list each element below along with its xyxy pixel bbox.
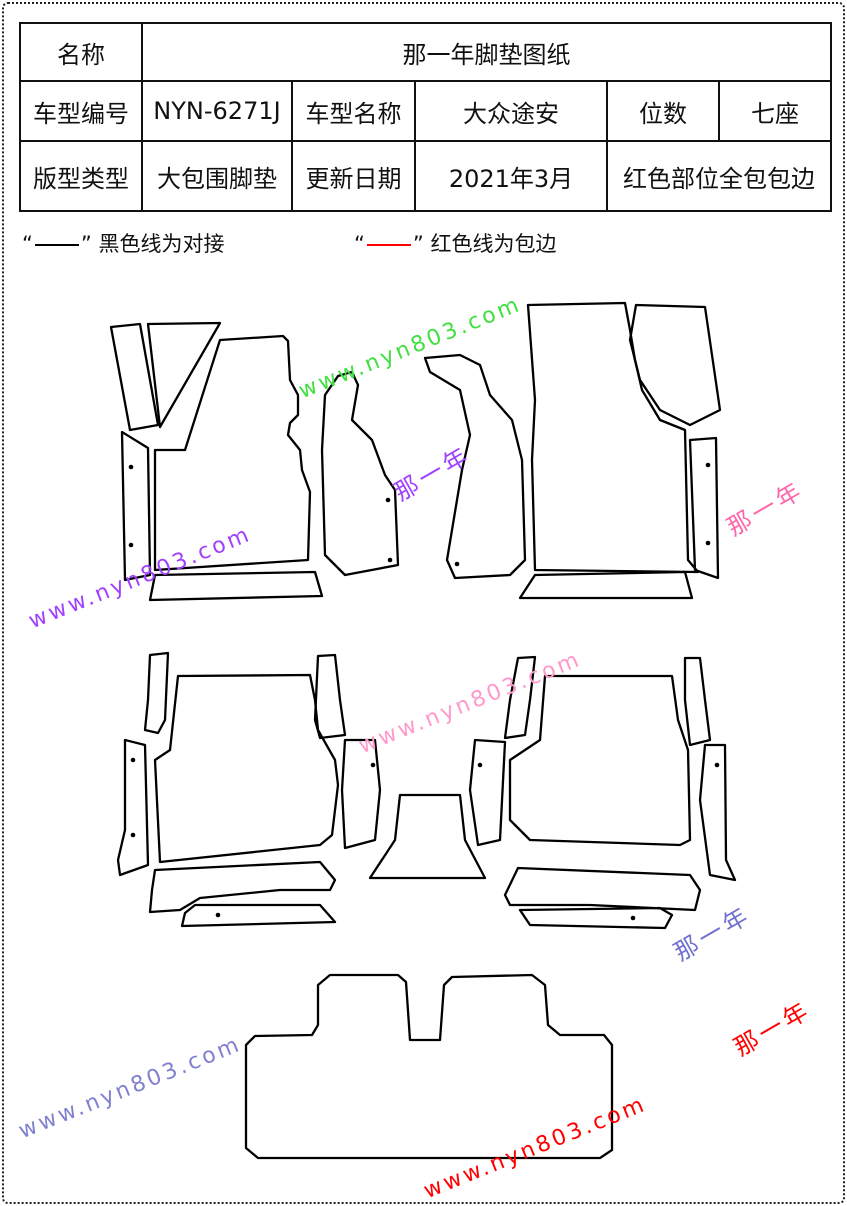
hole-dot xyxy=(630,915,636,921)
name-label: 名称 xyxy=(19,22,143,82)
model-code-label: 车型编号 xyxy=(19,80,143,142)
hole-dot xyxy=(454,561,460,567)
third-row-mats xyxy=(244,973,614,1160)
mat-piece xyxy=(320,370,400,577)
mat-piece xyxy=(340,738,382,850)
mat-piece-passenger xyxy=(526,301,700,574)
legend-black-text: 黑色线为对接 xyxy=(98,232,225,256)
hole-dot xyxy=(477,762,483,768)
red-line-swatch xyxy=(366,244,411,246)
hole-dot xyxy=(130,832,136,838)
mat-piece xyxy=(468,738,507,847)
date-value: 2021年3月 xyxy=(414,140,608,212)
mat-piece xyxy=(148,860,337,914)
mat-piece xyxy=(120,430,152,582)
hole-dot xyxy=(128,542,134,548)
legend-red-text: 红色线为包边 xyxy=(430,232,557,256)
model-code-value: NYN-6271J xyxy=(141,80,293,142)
mat-piece xyxy=(146,321,222,429)
seats-label: 位数 xyxy=(606,80,720,142)
mat-piece xyxy=(313,653,347,740)
type-label: 版型类型 xyxy=(19,140,143,212)
mat-piece xyxy=(683,656,712,747)
quote: “ xyxy=(354,232,365,256)
type-value: 大包围脚垫 xyxy=(141,140,293,212)
mat-piece xyxy=(503,655,537,740)
mat-piece xyxy=(143,651,170,735)
model-name-value: 大众途安 xyxy=(414,80,608,142)
hole-dot xyxy=(705,540,711,546)
hole-dot xyxy=(215,912,221,918)
note-value: 红色部位全包包边 xyxy=(606,140,832,212)
quote: “ xyxy=(22,232,33,256)
mat-piece xyxy=(628,303,722,427)
second-row-mats xyxy=(116,651,737,930)
hole-dot xyxy=(385,497,391,503)
name-value: 那一年脚垫图纸 xyxy=(141,22,832,82)
mat-piece xyxy=(116,738,150,877)
legend-red: “ ” 红色线为包边 xyxy=(354,228,556,258)
mat-piece xyxy=(180,903,337,928)
hole-dot xyxy=(130,757,136,763)
hole-dot xyxy=(370,762,376,768)
mat-piece xyxy=(508,674,692,847)
legend-black: “ ” 黑色线为对接 xyxy=(22,228,224,258)
mat-piece xyxy=(688,436,720,580)
mat-piece xyxy=(109,322,160,432)
mat-piece-rear xyxy=(244,973,614,1160)
black-line-swatch xyxy=(34,244,79,246)
mat-piece xyxy=(698,743,737,882)
mat-piece xyxy=(153,673,340,864)
quote: ” xyxy=(412,232,424,256)
mat-piece xyxy=(518,906,674,930)
mat-piece xyxy=(423,353,527,580)
date-label: 更新日期 xyxy=(291,140,416,212)
quote: ” xyxy=(80,232,92,256)
mat-piece xyxy=(518,570,694,600)
hole-dot xyxy=(714,762,720,768)
front-mats xyxy=(109,301,722,602)
mat-piece-center xyxy=(368,793,487,880)
mat-piece xyxy=(503,866,702,912)
seats-value: 七座 xyxy=(718,80,832,142)
mat-piece-driver xyxy=(153,334,312,572)
hole-dot xyxy=(705,462,711,468)
hole-dot xyxy=(128,464,134,470)
model-name-label: 车型名称 xyxy=(291,80,416,142)
hole-dot xyxy=(387,557,393,563)
mat-piece xyxy=(148,570,324,602)
spec-table: 名称 那一年脚垫图纸 车型编号 NYN-6271J 车型名称 大众途安 位数 七… xyxy=(19,22,832,212)
